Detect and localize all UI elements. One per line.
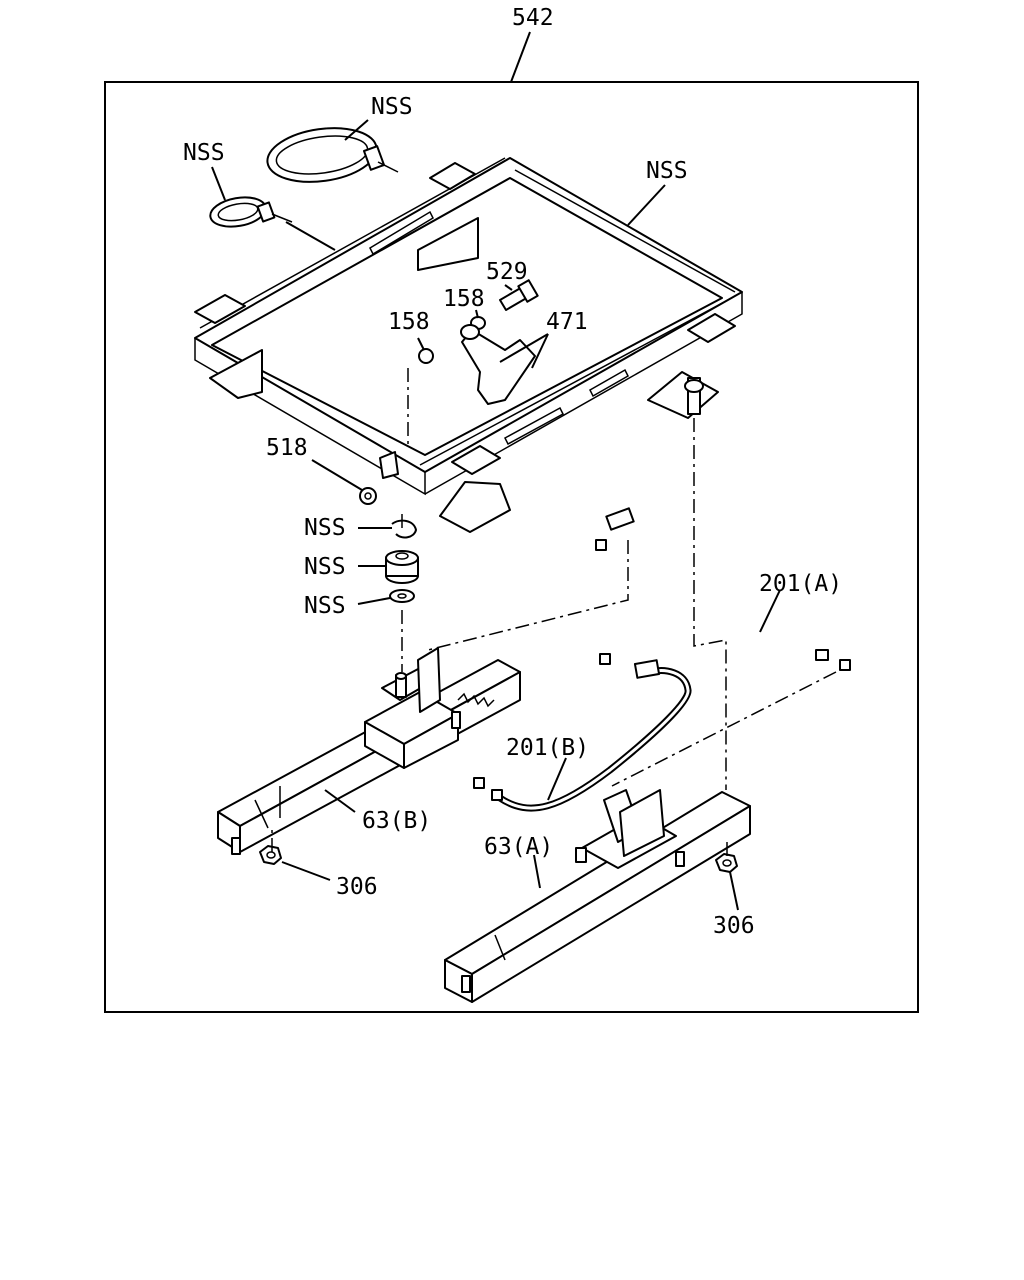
slide-rail-63a <box>444 789 751 1003</box>
cable-tie-small <box>209 196 293 228</box>
seat-frame <box>194 157 743 533</box>
washer-518 <box>359 487 377 505</box>
cable-201a <box>595 498 851 671</box>
callout-518: 518 <box>266 435 308 461</box>
callout-158-upper: 158 <box>443 286 485 312</box>
lever-handle-471 <box>460 324 536 405</box>
callout-nss-tie-left: NSS <box>183 140 225 166</box>
callout-nss-grommet: NSS <box>304 554 346 580</box>
callout-nss-tie-top: NSS <box>371 94 413 120</box>
callout-529: 529 <box>486 259 528 285</box>
callout-63b: 63(B) <box>362 808 431 834</box>
nut-306-left <box>259 845 282 865</box>
callout-labels: 542 NSS NSS NSS 529 158 158 471 518 NSS … <box>183 5 842 939</box>
cable-201b <box>473 653 692 812</box>
slide-rail-63b <box>217 647 521 855</box>
callout-nss-frame: NSS <box>646 158 688 184</box>
callout-63a: 63(A) <box>484 834 553 860</box>
callout-306-right: 306 <box>713 913 755 939</box>
nut-306-right <box>715 853 738 873</box>
bolt-529 <box>499 279 539 311</box>
callout-201b: 201(B) <box>506 735 589 761</box>
callout-nss-clip: NSS <box>304 515 346 541</box>
flat-washer <box>389 589 415 603</box>
assembly-center-lines <box>271 368 837 856</box>
callout-201a: 201(A) <box>759 571 842 597</box>
assembly-number-label: 542 <box>512 5 554 31</box>
callout-nss-washer: NSS <box>304 593 346 619</box>
callout-471: 471 <box>546 309 588 335</box>
grommet <box>385 550 419 584</box>
callout-306-left: 306 <box>336 874 378 900</box>
collar-158-lower <box>418 348 434 364</box>
leader-lines <box>211 119 781 911</box>
assembly-leader <box>510 31 531 83</box>
callout-158-lower: 158 <box>388 309 430 335</box>
e-clip <box>391 519 417 539</box>
cable-tie-large <box>266 127 399 183</box>
